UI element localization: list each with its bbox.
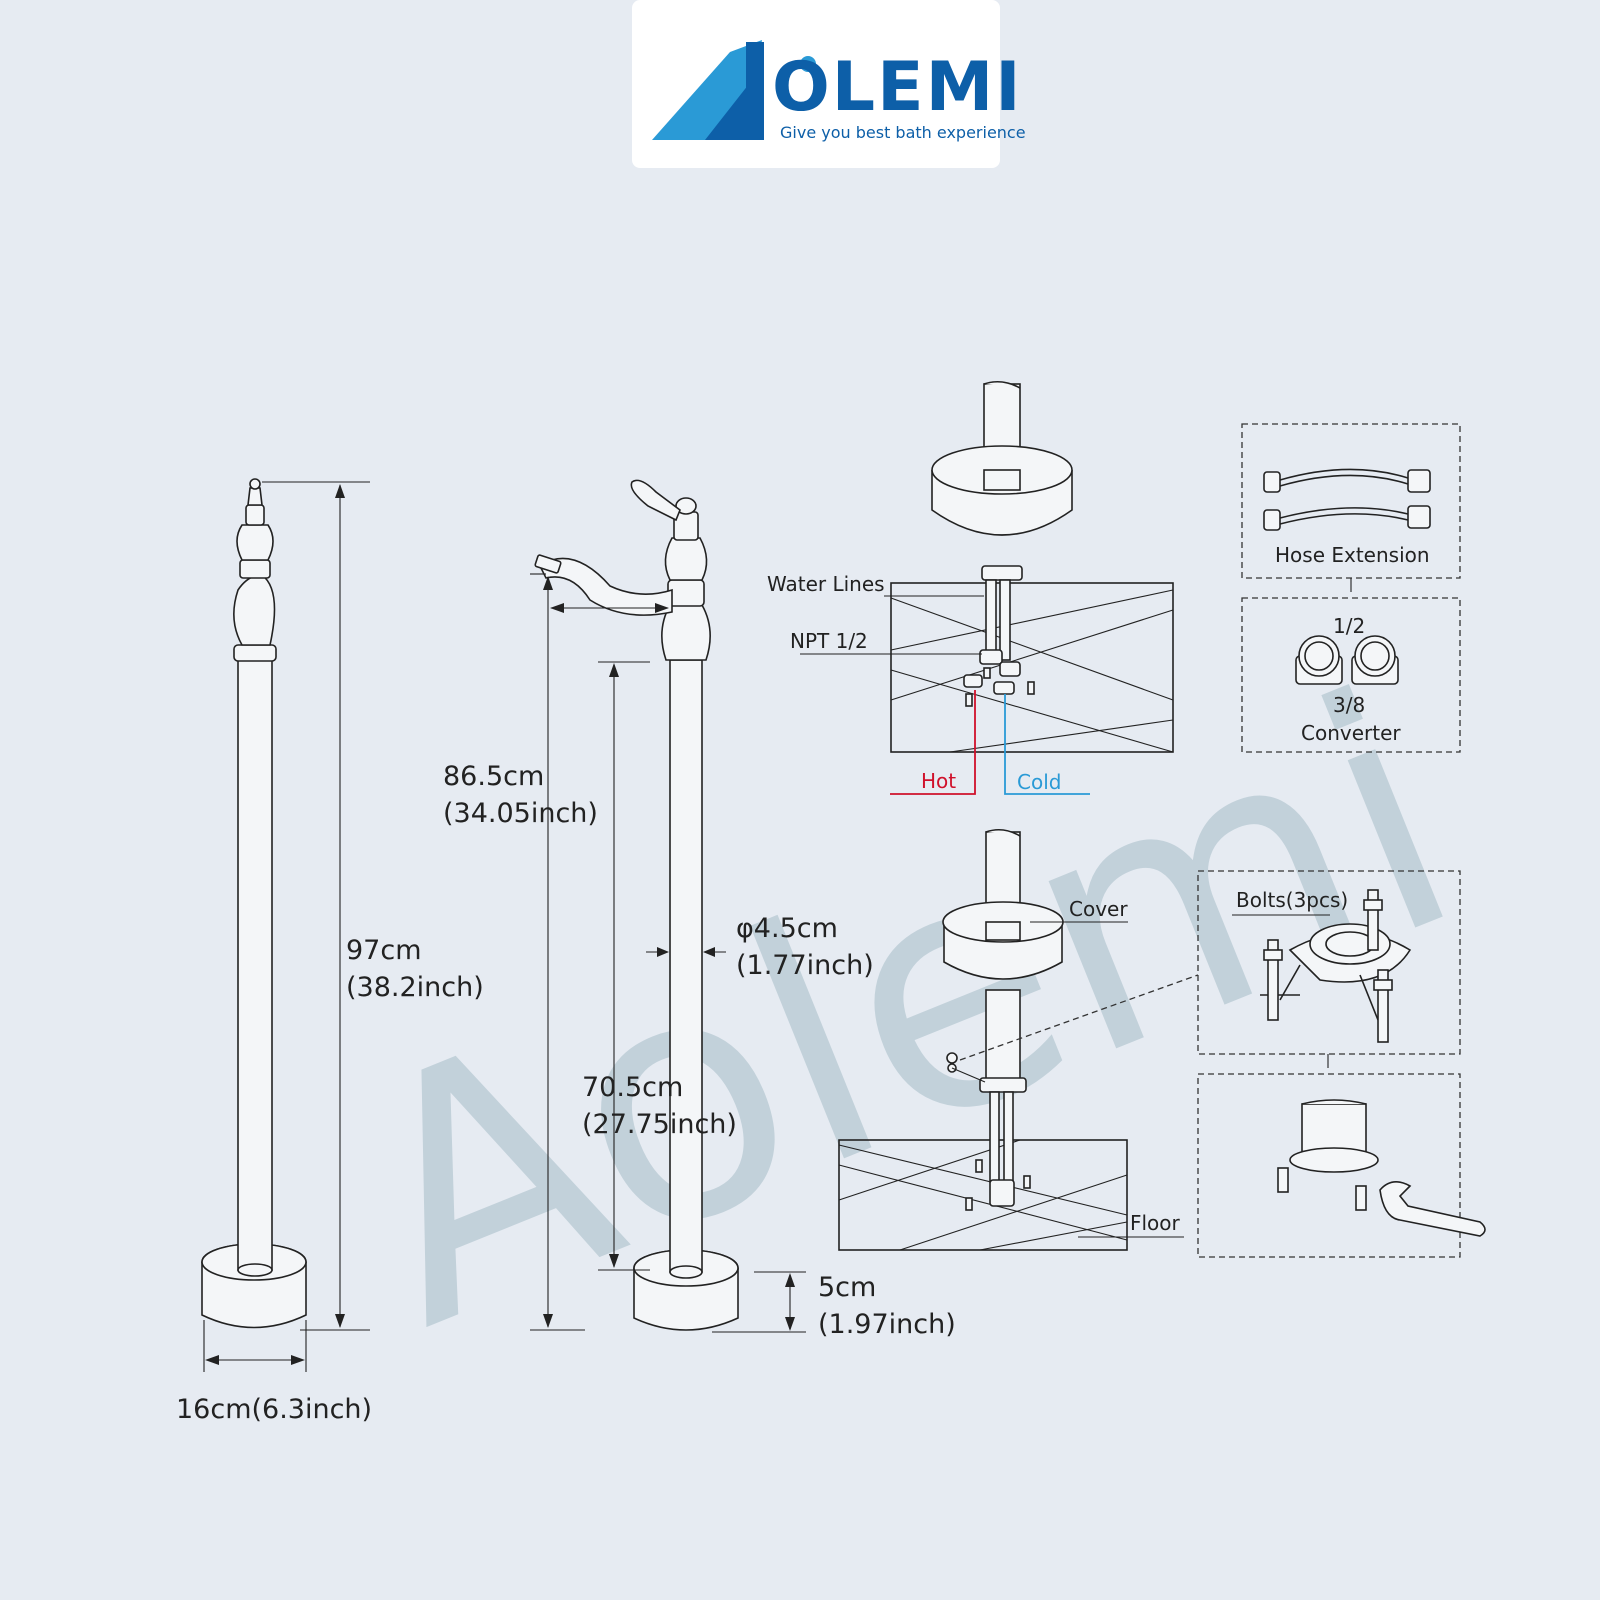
converter-box: 1/2 3/8 Converter [1241,597,1461,753]
column-height-inch-label: (27.75inch) [582,1109,737,1140]
base-height-inch-label: (1.97inch) [818,1309,956,1340]
wrench-icon [1277,1099,1486,1237]
floor-label: Floor [1130,1211,1181,1235]
spout-height-label: 86.5cm [443,761,544,792]
converter-bottom-label: 3/8 [1333,693,1365,717]
logo-tagline: Give you best bath experience [780,123,1026,142]
logo-mark-icon [652,40,816,140]
cover-label: Cover [1069,897,1128,921]
bolts-box: Bolts(3pcs) [1197,870,1461,1055]
pipe-diameter-label: φ4.5cm [736,913,838,944]
converter-top-label: 1/2 [1333,614,1365,638]
logo-name: OLEMI [772,48,1023,127]
wrench-box [1197,1073,1486,1258]
logo-card: OLEMI Give you best bath experience [632,0,1026,168]
hose-extension-box: Hose Extension [1241,423,1461,579]
converter-fitting-icon [1351,635,1399,685]
base-width-dimension: 16cm(6.3inch) [176,1320,372,1425]
faucet-front-view [534,479,739,1331]
pipe-diameter-inch-label: (1.77inch) [736,950,874,981]
hose-extension-label: Hose Extension [1275,543,1430,567]
spout-height-inch-label: (34.05inch) [443,798,598,829]
hot-label: Hot [921,769,956,793]
converter-label: Converter [1301,721,1401,745]
water-lines-label: Water Lines [767,572,885,596]
spout-height-dimension: 86.5cm (34.05inch) [443,573,669,1331]
cold-label: Cold [1017,770,1061,794]
install-cover-floor: Cover Floor [838,828,1199,1251]
total-height-label: 97cm [346,935,422,966]
bolts-label: Bolts(3pcs) [1236,888,1348,912]
base-height-label: 5cm [818,1272,876,1303]
pipe-diameter-dimension: φ4.5cm (1.77inch) [646,913,874,981]
npt-label: NPT 1/2 [790,629,868,653]
converter-fitting-icon [1295,635,1343,685]
base-width-label: 16cm(6.3inch) [176,1394,372,1425]
column-height-dimension: 70.5cm (27.75inch) [582,661,737,1271]
total-height-inch-label: (38.2inch) [346,972,484,1003]
bolt-ring-icon [1260,889,1412,1043]
install-water-lines: Water Lines NPT 1/2 Hot Cold [767,380,1174,795]
base-height-dimension: 5cm (1.97inch) [712,1271,956,1340]
column-height-label: 70.5cm [582,1072,683,1103]
faucet-side-view [201,478,307,1329]
total-height-dimension: 97cm (38.2inch) [262,481,484,1331]
